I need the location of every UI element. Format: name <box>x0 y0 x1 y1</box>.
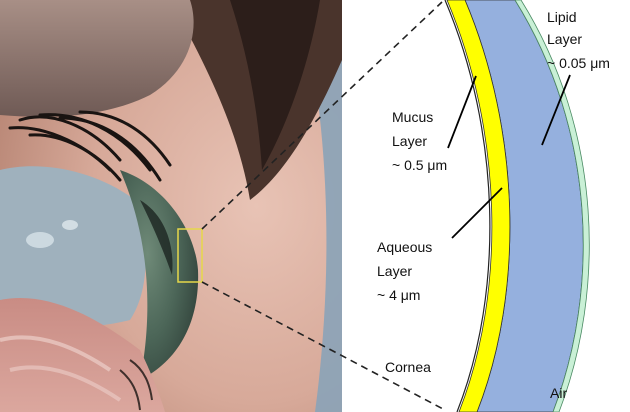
mucus-layer-thickness-text: ~ 0.5 μm <box>392 157 447 173</box>
reflection-2 <box>62 220 78 230</box>
eye-photo <box>0 0 342 412</box>
aqueous-layer-word-text: Layer <box>377 263 412 279</box>
mucus-pointer-line <box>448 76 476 148</box>
mucus-layer-name-text: Mucus <box>392 109 433 125</box>
aqueous-layer-name-text: Aqueous <box>377 239 432 255</box>
lipid-layer-label: Lipid Layer ~ 0.05 μm <box>547 9 610 71</box>
reflection-1 <box>26 232 54 248</box>
air-label: Air <box>550 385 567 401</box>
cornea-label: Cornea <box>385 359 431 375</box>
lipid-layer-word-text: Layer <box>547 31 582 47</box>
lipid-layer-name-text: Lipid <box>547 9 577 25</box>
aqueous-layer-label: Aqueous Layer ~ 4 μm <box>377 239 432 303</box>
mucus-layer-word-text: Layer <box>392 133 427 149</box>
lipid-layer-thickness-text: ~ 0.05 μm <box>547 55 610 71</box>
mucus-layer-label: Mucus Layer ~ 0.5 μm <box>392 109 447 173</box>
aqueous-layer-thickness-text: ~ 4 μm <box>377 287 420 303</box>
